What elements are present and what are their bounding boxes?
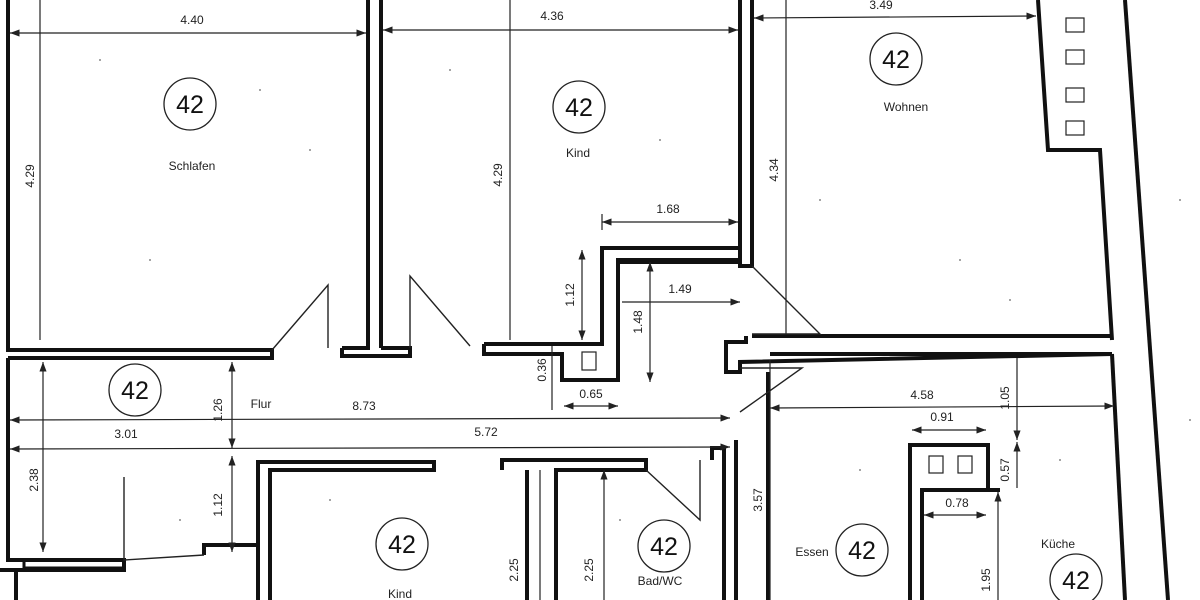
window-flur xyxy=(22,558,126,570)
dim-chimney-depth: 0.57 xyxy=(998,458,1012,482)
balcony-planter-4 xyxy=(1065,120,1085,136)
room-number-circle xyxy=(637,519,691,573)
wall-chimney xyxy=(908,443,990,600)
wall-wohnen-east xyxy=(1036,0,1114,341)
room-name: Flur xyxy=(251,397,272,411)
wall-door-jamb-1 xyxy=(342,0,370,350)
dim-niche-depth: 1.12 xyxy=(563,283,577,307)
wall-niche-top xyxy=(616,258,740,262)
dim-flur-west-width: 3.01 xyxy=(114,427,138,441)
wall-niche-outer xyxy=(482,260,740,382)
room-number-circle xyxy=(835,523,889,577)
dim-chimney-width: 0.91 xyxy=(930,410,954,424)
balcony-planter-1 xyxy=(1065,17,1085,33)
dim-essen-depth: 3.57 xyxy=(751,488,765,512)
dim-pantry-width: 0.78 xyxy=(945,496,969,510)
dim-pantry-depth: 1.95 xyxy=(979,568,993,592)
wall-essen-north xyxy=(724,336,1113,374)
door-bad xyxy=(645,460,701,522)
wall-flur-west xyxy=(0,358,126,572)
dim-wohnen-width: 3.49 xyxy=(869,0,893,12)
door-schlafen xyxy=(271,283,329,351)
room-name: Wohnen xyxy=(884,100,928,114)
dim-niche-width: 1.68 xyxy=(656,202,680,216)
wall-bad-top xyxy=(500,458,648,600)
room-number-circle xyxy=(163,77,217,131)
door-essen xyxy=(739,367,805,413)
room-wohnen: 42 Wohnen xyxy=(869,32,928,114)
door-wohnen xyxy=(751,265,822,335)
dim-flur-length: 8.73 xyxy=(352,399,376,413)
balcony-planter-2 xyxy=(1065,49,1085,65)
wall-door-jamb-2 xyxy=(340,346,412,358)
dimension-labels: 4.40 4.29 4.36 4.29 3.49 4.34 1.68 1.12 … xyxy=(23,0,1012,592)
balcony-planter-3 xyxy=(1065,87,1085,103)
room-number: 42 xyxy=(1062,567,1090,595)
room-number: 42 xyxy=(565,94,593,122)
room-name: Bad/WC xyxy=(638,574,683,588)
dim-schlafen-width: 4.40 xyxy=(180,13,204,27)
room-name: Kind xyxy=(566,146,590,160)
wall-balcony-outer xyxy=(1123,0,1170,600)
wall-pantry xyxy=(920,488,1000,600)
room-name: Kind xyxy=(388,587,412,600)
room-number: 42 xyxy=(176,91,204,119)
dimension-lines xyxy=(9,0,1115,600)
room-kind-1: 42 Kind xyxy=(552,80,606,160)
room-number: 42 xyxy=(388,531,416,559)
dim-hall-nook-width: 1.49 xyxy=(668,282,692,296)
dim-flur-depth-lower: 1.12 xyxy=(211,493,225,517)
dim-shaft-depth: 0.36 xyxy=(535,358,549,382)
dim-essen-kueche-width: 4.58 xyxy=(910,388,934,402)
room-bad-wc: 42 Bad/WC xyxy=(637,519,691,588)
room-number: 42 xyxy=(848,537,876,565)
dim-flur-depth-upper: 1.26 xyxy=(211,398,225,422)
dim-schlafen-depth: 4.29 xyxy=(23,164,37,188)
room-number: 42 xyxy=(650,533,678,561)
chimney-flue-2 xyxy=(957,455,973,474)
dim-kind1-depth: 4.29 xyxy=(491,163,505,187)
room-essen: 42 Essen xyxy=(795,523,889,577)
dim-kind1-width: 4.36 xyxy=(540,9,564,23)
room-number-circle xyxy=(869,32,923,86)
dim-kind2-wall-a: 2.25 xyxy=(507,558,521,582)
dim-shaft-width: 0.65 xyxy=(579,387,603,401)
fixtures xyxy=(581,17,1085,474)
chimney-flue-1 xyxy=(928,455,944,474)
wall-niche-inner xyxy=(484,246,740,346)
wall-bad-east-a xyxy=(710,446,726,600)
dim-kind2-wall-b: 2.25 xyxy=(582,558,596,582)
scan-noise xyxy=(99,59,1191,521)
wall-kind2 xyxy=(202,460,436,600)
dim-flur-lower-length: 5.72 xyxy=(474,425,498,439)
room-number-circle xyxy=(108,363,162,417)
door-kind-2 xyxy=(123,477,205,561)
room-number-circle xyxy=(375,517,429,571)
dim-flur-west-depth: 2.38 xyxy=(27,468,41,492)
dim-wohnen-depth: 4.34 xyxy=(767,158,781,182)
room-name: Essen xyxy=(795,545,828,559)
room-name: Küche xyxy=(1041,537,1075,551)
room-name: Schlafen xyxy=(169,159,216,173)
shaft-box xyxy=(581,351,597,371)
room-number-circle xyxy=(1049,553,1103,600)
door-kind-1 xyxy=(409,274,471,348)
wall-kueche-east xyxy=(1110,353,1127,600)
room-kueche: 42 Küche xyxy=(1041,537,1103,600)
room-flur: 42 Flur xyxy=(108,363,272,417)
room-number: 42 xyxy=(121,377,149,405)
room-schlafen: 42 Schlafen xyxy=(163,77,217,173)
room-number-circle xyxy=(552,80,606,134)
wall-schlafen-west xyxy=(6,0,274,360)
dim-hall-nook-depth: 1.48 xyxy=(631,310,645,334)
room-kind-2: 42 Kind xyxy=(375,517,429,600)
doors xyxy=(123,265,822,561)
room-number: 42 xyxy=(882,46,910,74)
dim-kueche-offset: 1.05 xyxy=(998,386,1012,410)
